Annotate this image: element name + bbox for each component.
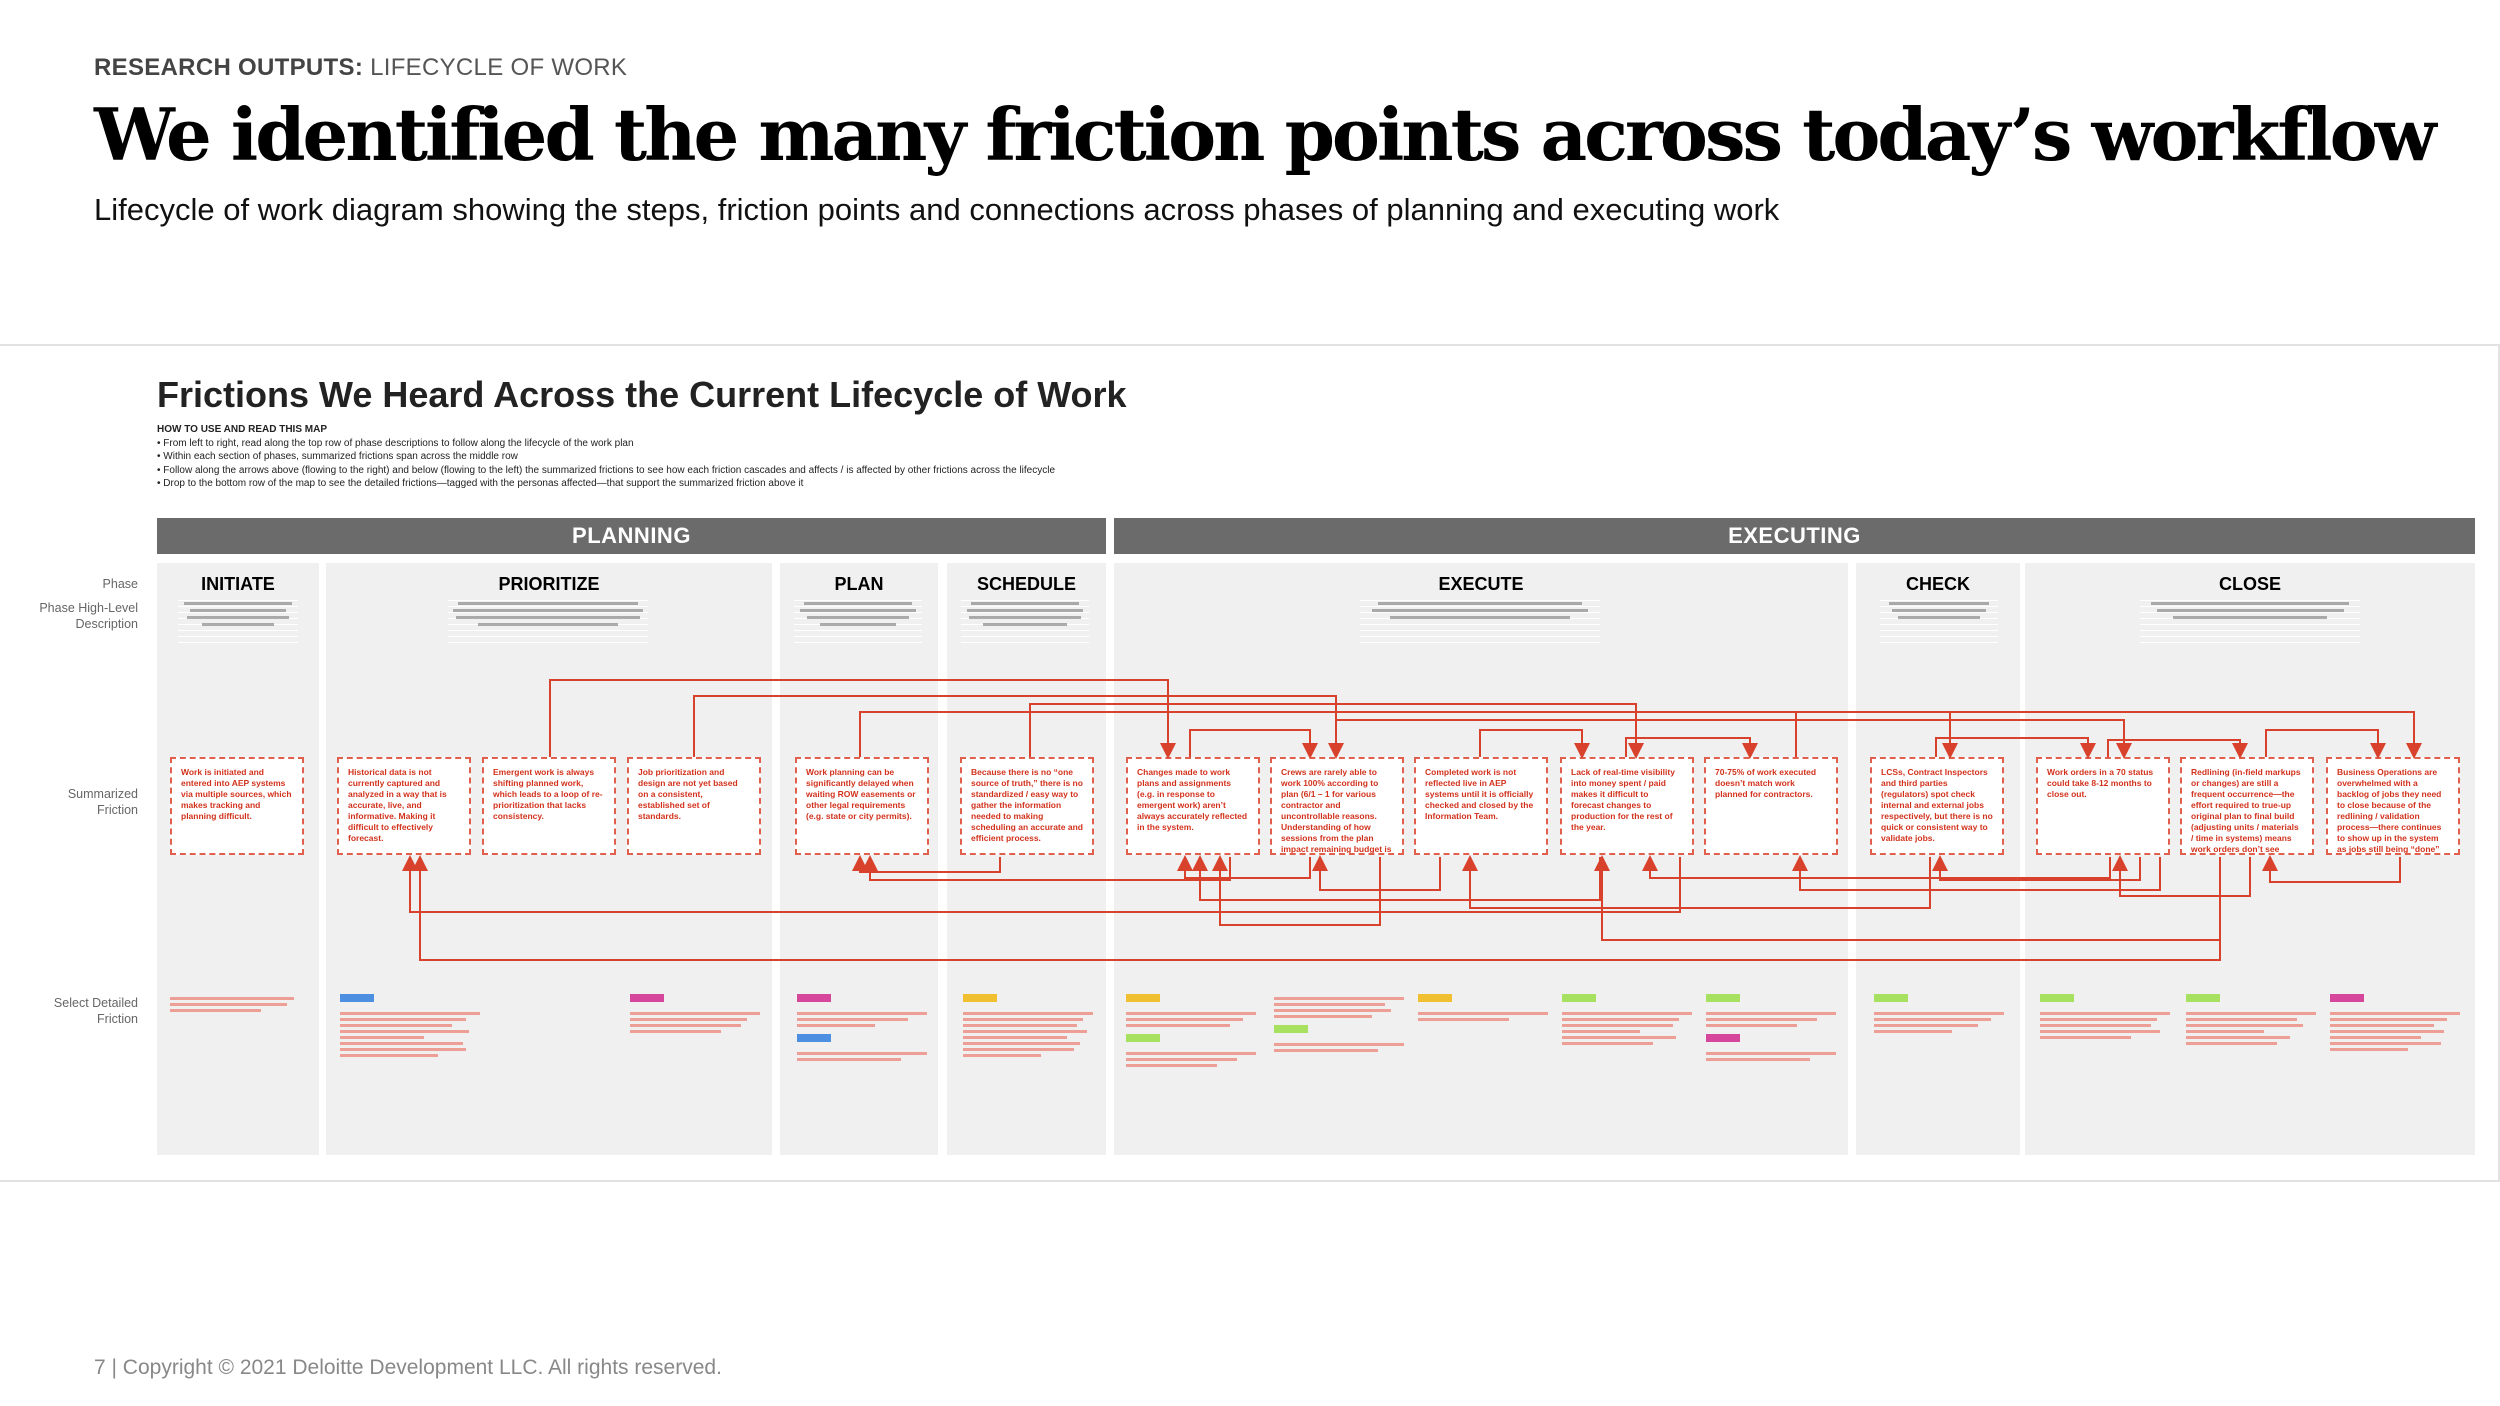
row-label-detailed: Select Detailed Friction [53,996,138,1026]
band-executing: EXECUTING [1114,518,2475,554]
friction-box: Work is initiated and entered into AEP s… [170,757,304,855]
persona-tag [2330,994,2364,1002]
friction-box: Work orders in a 70 status could take 8-… [2036,757,2170,855]
phase-description [178,600,298,644]
detailed-friction [1418,994,1548,1024]
persona-tag [1874,994,1908,1002]
page-title: We identified the many friction points a… [94,92,2437,177]
friction-text: Job prioritization and design are not ye… [638,767,738,821]
friction-text: Emergent work is always shifting planned… [493,767,603,821]
phase-description [448,600,648,644]
how-to-read: HOW TO USE AND READ THIS MAP • From left… [157,423,1055,491]
row-label-description: Phase High-Level Description [39,601,138,631]
friction-box: Because there is no “one source of truth… [960,757,1094,855]
persona-tag [340,994,374,1002]
detailed-friction [630,994,760,1036]
detailed-friction [2186,994,2316,1048]
column-initiate [157,563,319,1155]
persona-tag [1274,1025,1308,1033]
friction-box: Business Operations are overwhelmed with… [2326,757,2460,855]
detailed-friction [1274,994,1404,1055]
friction-text: Completed work is not reflected live in … [1425,767,1534,821]
phase-prioritize: PRIORITIZE [498,574,600,594]
persona-tag [1562,994,1596,1002]
phase-execute: EXECUTE [1438,574,1524,594]
friction-text: 70-75% of work executed doesn’t match wo… [1715,767,1817,799]
phase-description [961,600,1089,644]
friction-text: Because there is no “one source of truth… [971,767,1083,843]
phase-close: CLOSE [2218,574,2281,594]
friction-box: Emergent work is always shifting planned… [482,757,616,855]
column-close [2025,563,2475,1155]
band-planning: PLANNING [157,518,1106,554]
friction-box: Historical data is not currently capture… [337,757,471,855]
phase-description [1360,600,1600,644]
friction-box: Lack of real-time visibility into money … [1560,757,1694,855]
persona-tag [2186,994,2220,1002]
friction-text: Crews are rarely able to work 100% accor… [1281,767,1392,854]
eyebrow-bold: RESEARCH OUTPUTS: [94,54,364,81]
persona-tag [797,994,831,1002]
friction-text: Work is initiated and entered into AEP s… [181,767,292,821]
persona-tag [1126,1034,1160,1042]
phase-description [794,600,922,644]
how-to-item: • From left to right, read along the top… [157,437,634,449]
persona-tag [1418,994,1452,1002]
friction-text: Business Operations are overwhelmed with… [2337,767,2442,854]
detailed-friction [170,994,300,1015]
detailed-friction [1706,994,1836,1064]
phase-check: CHECK [1905,574,1970,594]
persona-tag [797,1034,831,1042]
persona-tag [2040,994,2074,1002]
column-plan [780,563,938,1155]
footer: 7 | Copyright © 2021 Deloitte Developmen… [94,1356,722,1379]
phase-schedule: SCHEDULE [976,574,1076,594]
phase-plan: PLAN [834,574,884,594]
friction-text: Changes made to work plans and assignmen… [1137,767,1248,832]
friction-box: Crews are rarely able to work 100% accor… [1270,757,1404,855]
column-prioritize [326,563,772,1155]
friction-box: Completed work is not reflected live in … [1414,757,1548,855]
column-schedule [947,563,1106,1155]
detailed-friction [2330,994,2460,1054]
friction-text: Historical data is not currently capture… [348,767,447,843]
detailed-friction [1562,994,1692,1048]
column-check [1856,563,2020,1155]
detailed-friction [1126,994,1256,1070]
detailed-friction [1874,994,2004,1036]
friction-box: Changes made to work plans and assignmen… [1126,757,1260,855]
persona-tag [1126,994,1160,1002]
eyebrow: RESEARCH OUTPUTS: LIFECYCLE OF WORK [94,54,627,82]
friction-text: LCSs, Contract Inspectors and third part… [1881,767,1993,843]
persona-tag [1706,994,1740,1002]
row-label-summarized: Summarized Friction [67,787,138,817]
phase-initiate: INITIATE [201,574,275,594]
detailed-friction [2040,994,2170,1042]
how-to-item: • Drop to the bottom row of the map to s… [157,478,804,489]
friction-text: Work orders in a 70 status could take 8-… [2047,767,2154,799]
eyebrow-rest: LIFECYCLE OF WORK [370,54,628,81]
how-to-item: • Follow along the arrows above (flowing… [157,464,1056,476]
friction-text: Work planning can be significantly delay… [806,767,916,821]
how-to-heading: HOW TO USE AND READ THIS MAP [157,424,328,435]
friction-text: Redlining (in-field markups or changes) … [2191,767,2301,854]
phase-description [1880,600,1998,644]
phase-description [2140,600,2360,644]
friction-text: Lack of real-time visibility into money … [1571,767,1675,832]
page-subtitle: Lifecycle of work diagram showing the st… [94,192,1780,227]
detailed-friction [963,994,1093,1060]
diagram-title: Frictions We Heard Across the Current Li… [157,374,1127,415]
friction-box: 70-75% of work executed doesn’t match wo… [1704,757,1838,855]
detailed-friction [797,994,927,1064]
friction-box: Job prioritization and design are not ye… [627,757,761,855]
row-label-phase: Phase [102,577,138,591]
persona-tag [630,994,664,1002]
friction-box: LCSs, Contract Inspectors and third part… [1870,757,2004,855]
how-to-item: • Within each section of phases, summari… [157,451,518,462]
persona-tag [963,994,997,1002]
friction-box: Work planning can be significantly delay… [795,757,929,855]
persona-tag [1706,1034,1740,1042]
detailed-friction [340,994,480,1060]
friction-box: Redlining (in-field markups or changes) … [2180,757,2314,855]
